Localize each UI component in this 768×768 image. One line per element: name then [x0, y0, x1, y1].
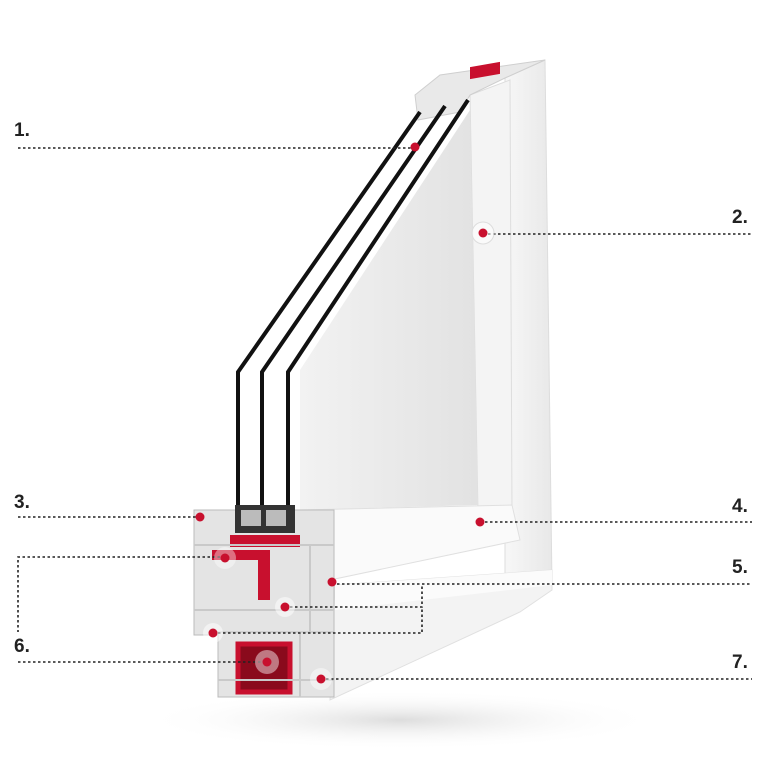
- sill-top: [335, 570, 552, 610]
- callout-label-4: 4.: [732, 496, 748, 517]
- marker-5[interactable]: [327, 577, 337, 587]
- top-reinforcement: [470, 61, 500, 80]
- marker-2[interactable]: [471, 221, 495, 245]
- callout-label-7: 7.: [732, 652, 748, 673]
- callout-label-3: 3.: [14, 492, 30, 513]
- callout-label-1: 1.: [14, 120, 30, 141]
- marker-5c[interactable]: [203, 623, 223, 643]
- triple-glazing: [236, 98, 470, 505]
- marker-3[interactable]: [195, 512, 205, 522]
- callout-label-2: 2.: [732, 207, 748, 228]
- marker-4[interactable]: [475, 517, 485, 527]
- marker-5b[interactable]: [275, 597, 295, 617]
- profile-cross-section: [193, 505, 335, 698]
- glass-pane: [300, 110, 478, 510]
- sash-reinforcement: [212, 550, 270, 600]
- callout-label-6: 6.: [14, 636, 30, 657]
- marker-6b[interactable]: [255, 650, 279, 674]
- floor-shadow: [140, 690, 660, 750]
- marker-1[interactable]: [410, 142, 420, 152]
- marker-7[interactable]: [310, 668, 332, 690]
- top-profile-section: [414, 59, 546, 121]
- callout-markers: [195, 142, 495, 690]
- leader-lines: [17, 147, 752, 680]
- marker-6[interactable]: [214, 547, 236, 569]
- frame-reinforcement: [235, 641, 293, 695]
- callout-label-5: 5.: [732, 557, 748, 578]
